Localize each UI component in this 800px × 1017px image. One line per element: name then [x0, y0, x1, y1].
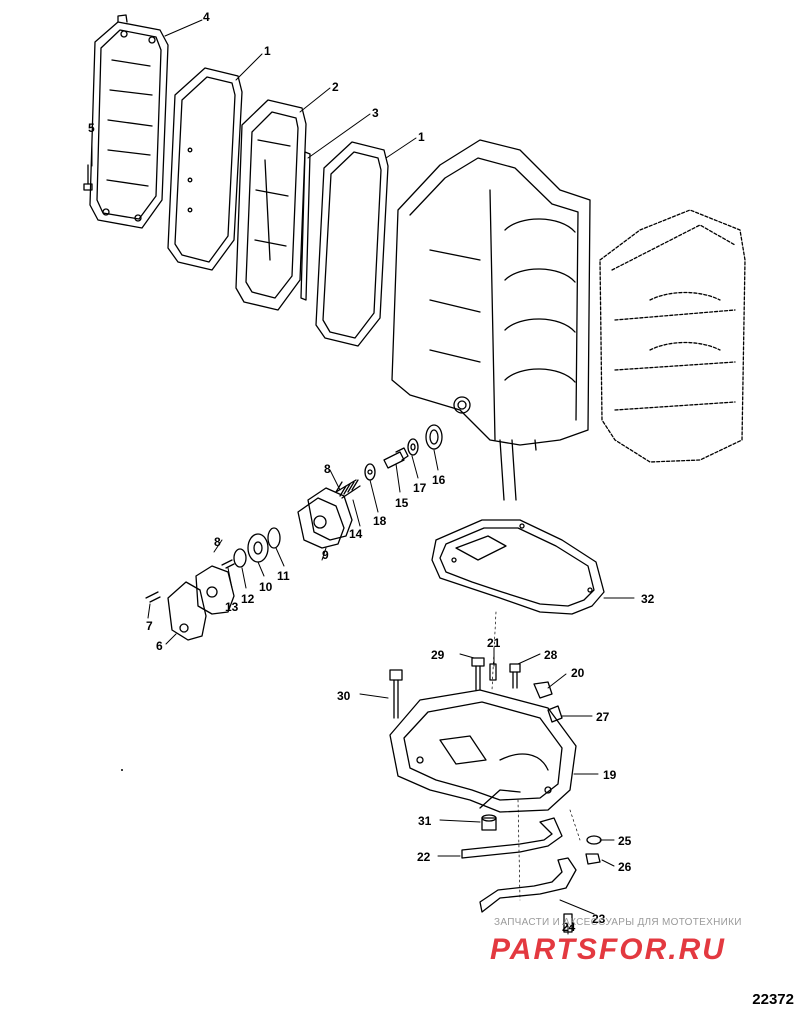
part-8-gasket-upper	[307, 487, 353, 541]
part-9-valve-cover	[297, 497, 345, 549]
part-19-exhaust-housing	[389, 689, 577, 813]
callout-27: 27	[596, 710, 610, 724]
part-12-poppet	[233, 548, 247, 568]
watermark-logo-text: PARTSFOR.RU	[490, 933, 726, 966]
leader-lines	[91, 19, 635, 935]
part-30-bolt	[389, 669, 403, 719]
callout-12: 12	[241, 592, 255, 606]
part-4-cover-plate	[89, 14, 169, 229]
callout-8-lower: 8	[214, 535, 221, 549]
callout-31: 31	[418, 814, 432, 828]
part-29-bolt	[471, 657, 485, 691]
callout-7: 7	[146, 619, 153, 633]
watermark-logo-graphic: PARTSFOR.RU	[490, 933, 726, 966]
part-10-diaphragm	[247, 533, 269, 563]
callout-5: 5	[88, 121, 95, 135]
callout-14: 14	[349, 527, 363, 541]
callout-4: 4	[203, 10, 210, 24]
callout-15: 15	[395, 496, 409, 510]
part-6-valve-housing	[167, 581, 207, 641]
part-20-fitting	[533, 681, 553, 699]
part-15-valve-stem	[383, 447, 409, 469]
part-22-bracket	[461, 817, 563, 859]
callout-17: 17	[413, 481, 427, 495]
callout-1-rear: 1	[264, 44, 271, 58]
callout-23: 23	[592, 912, 606, 926]
callout-32: 32	[641, 592, 655, 606]
part-25-washer	[586, 835, 602, 845]
part-11-washer	[267, 527, 281, 549]
part-16-seal	[425, 424, 443, 450]
part-5-screw	[83, 164, 93, 191]
callout-19: 19	[603, 768, 617, 782]
callout-24: 24	[562, 920, 576, 934]
part-24-screw	[563, 913, 573, 933]
part-2-divider-plate	[235, 99, 307, 311]
callout-20: 20	[571, 666, 585, 680]
part-18-washer	[364, 463, 376, 481]
callout-26: 26	[618, 860, 632, 874]
callout-13: 13	[225, 600, 239, 614]
crankcase-block	[391, 139, 591, 501]
part-1-gasket-rear	[167, 67, 243, 271]
callout-9: 9	[322, 548, 329, 562]
part-26-nut	[585, 853, 601, 865]
part-7-screw	[145, 591, 161, 603]
callout-22: 22	[417, 850, 431, 864]
callout-21: 21	[487, 636, 501, 650]
callout-25: 25	[618, 834, 632, 848]
part-17-washer	[407, 438, 419, 456]
part-31-plug	[481, 814, 497, 831]
watermark-caption: ЗАПЧАСТИ И АКСЕССУАРЫ ДЛЯ МОТОТЕХНИКИ	[494, 917, 742, 928]
diagram-number: 22372	[752, 991, 794, 1008]
callout-2: 2	[332, 80, 339, 94]
callout-28: 28	[544, 648, 558, 662]
callout-11: 11	[277, 569, 290, 583]
part-28-bolt	[509, 663, 521, 689]
part-3-seal-strip	[300, 151, 311, 301]
cylinder-block-rear	[599, 209, 746, 463]
watermark-logo: PARTSFOR.RU	[490, 931, 790, 972]
part-1-gasket-front	[315, 141, 389, 347]
callout-8-upper: 8	[324, 462, 331, 476]
part-8-gasket-lower	[195, 565, 235, 615]
part-27-fitting	[547, 705, 563, 723]
part-32-gasket	[431, 519, 605, 615]
part-23-wire-bracket	[479, 857, 577, 913]
part-13-screw	[221, 559, 235, 569]
callout-10: 10	[259, 580, 273, 594]
callout-18: 18	[373, 514, 387, 528]
callout-6: 6	[156, 639, 163, 653]
callout-30: 30	[337, 689, 351, 703]
alignment-lines	[491, 611, 581, 901]
callout-16: 16	[432, 473, 446, 487]
callout-1-front: 1	[418, 130, 425, 144]
callout-29: 29	[431, 648, 445, 662]
stray-dot	[121, 769, 123, 771]
callout-3: 3	[372, 106, 379, 120]
